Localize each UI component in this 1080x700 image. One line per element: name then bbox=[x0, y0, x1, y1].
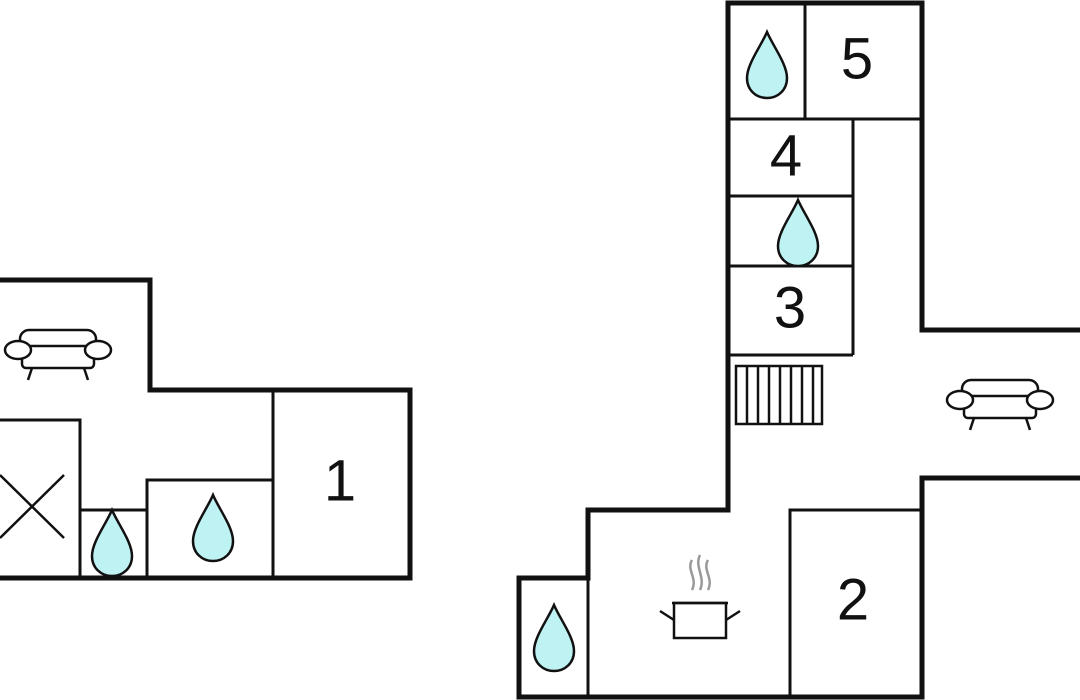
cross-icon bbox=[0, 474, 65, 539]
water-drop-icon bbox=[776, 198, 820, 268]
left-building bbox=[0, 277, 413, 581]
room-number-2: 2 bbox=[837, 567, 869, 632]
room-number-1: 1 bbox=[324, 448, 356, 513]
sofa-icon bbox=[3, 328, 113, 382]
room-number-3: 3 bbox=[774, 275, 806, 340]
water-drop-icon bbox=[532, 603, 576, 673]
water-drop-icon bbox=[90, 508, 134, 578]
water-drop-icon bbox=[745, 30, 789, 100]
room-number-4: 4 bbox=[770, 123, 802, 188]
left-building-outline bbox=[0, 277, 413, 581]
stairs-icon bbox=[734, 364, 824, 426]
sofa-icon bbox=[945, 378, 1055, 432]
right-building-outline bbox=[516, 0, 1080, 700]
right-interior-walls bbox=[586, 5, 922, 697]
water-drop-icon bbox=[191, 493, 235, 563]
right-building bbox=[516, 0, 1080, 700]
left-interior-walls bbox=[0, 392, 275, 578]
room-number-5: 5 bbox=[841, 26, 873, 91]
cooking-pot-icon bbox=[659, 554, 741, 640]
